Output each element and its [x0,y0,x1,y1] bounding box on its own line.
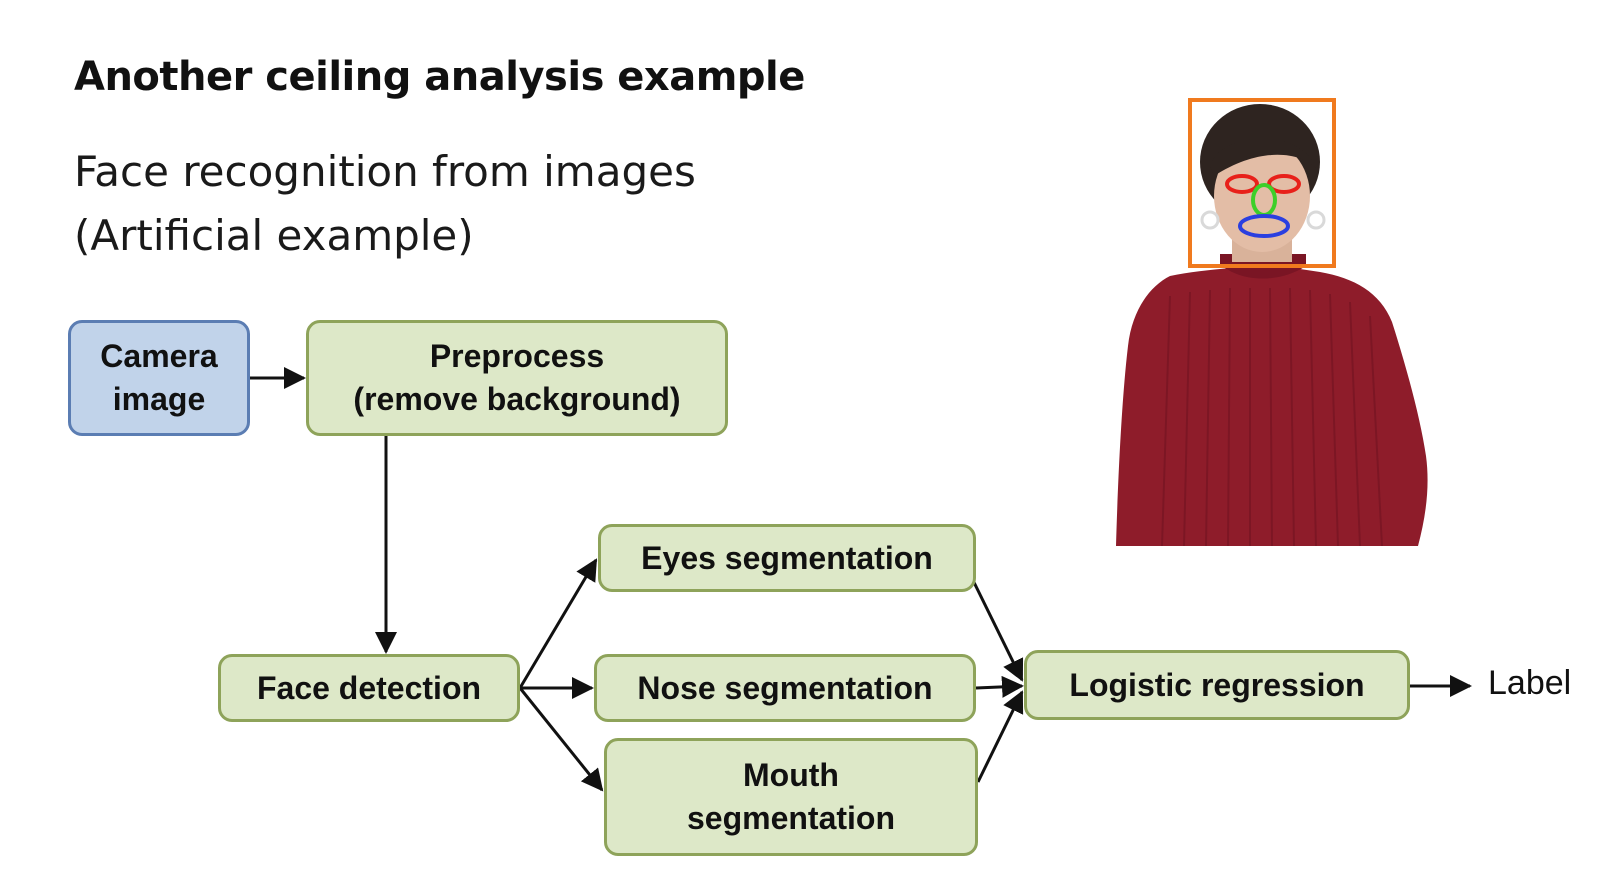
left-eye-marker [1225,174,1259,194]
arrow-nose-to-logistic [975,675,1024,698]
face-detection-label: Face detection [256,669,482,706]
arrow-mouth-to-logistic [976,690,1024,783]
output-label: Label [1488,664,1572,702]
arrow-face-to-eyes [518,558,598,689]
preprocess-label-line-1: Preprocess [429,338,605,374]
nose-segmentation-box: Nose segmentation [594,654,976,722]
left-earring [1200,210,1220,230]
hair-bangs [1210,138,1316,176]
eyes-segmentation-box: Eyes segmentation [598,524,976,592]
mouth-label-line-2: segmentation [686,800,896,836]
mouth-marker [1238,214,1290,238]
mouth-label-line-1: Mouth [743,757,839,793]
eyes-segmentation-label: Eyes segmentation [641,539,933,576]
logistic-regression-box: Logistic regression [1024,650,1410,720]
camera-image-box: Camera image [68,320,250,436]
subtitle-line-1: Face recognition from images [74,147,696,196]
preprocess-label-line-2: (remove background) [353,381,681,417]
face-detection-box: Face detection [218,654,520,722]
logistic-regression-label: Logistic regression [1069,666,1365,703]
nose-segmentation-label: Nose segmentation [637,669,933,706]
preprocess-box: Preprocess (remove background) [306,320,728,436]
slide-subtitle: Face recognition from images (Artificial… [74,140,696,268]
arrow-face-to-mouth [518,687,604,792]
person-photo [1116,98,1428,547]
camera-label-line-1: Camera [100,338,218,374]
camera-label-line-2: image [112,381,206,417]
sweater-ribbing [1161,287,1383,547]
slide-title: Another ceiling analysis example [74,54,805,100]
face-bounding-box [1188,98,1336,268]
right-eye-marker [1267,174,1301,194]
subtitle-line-2: (Artificial example) [74,211,474,260]
mouth-segmentation-box: Mouth segmentation [604,738,978,856]
right-earring [1306,210,1326,230]
